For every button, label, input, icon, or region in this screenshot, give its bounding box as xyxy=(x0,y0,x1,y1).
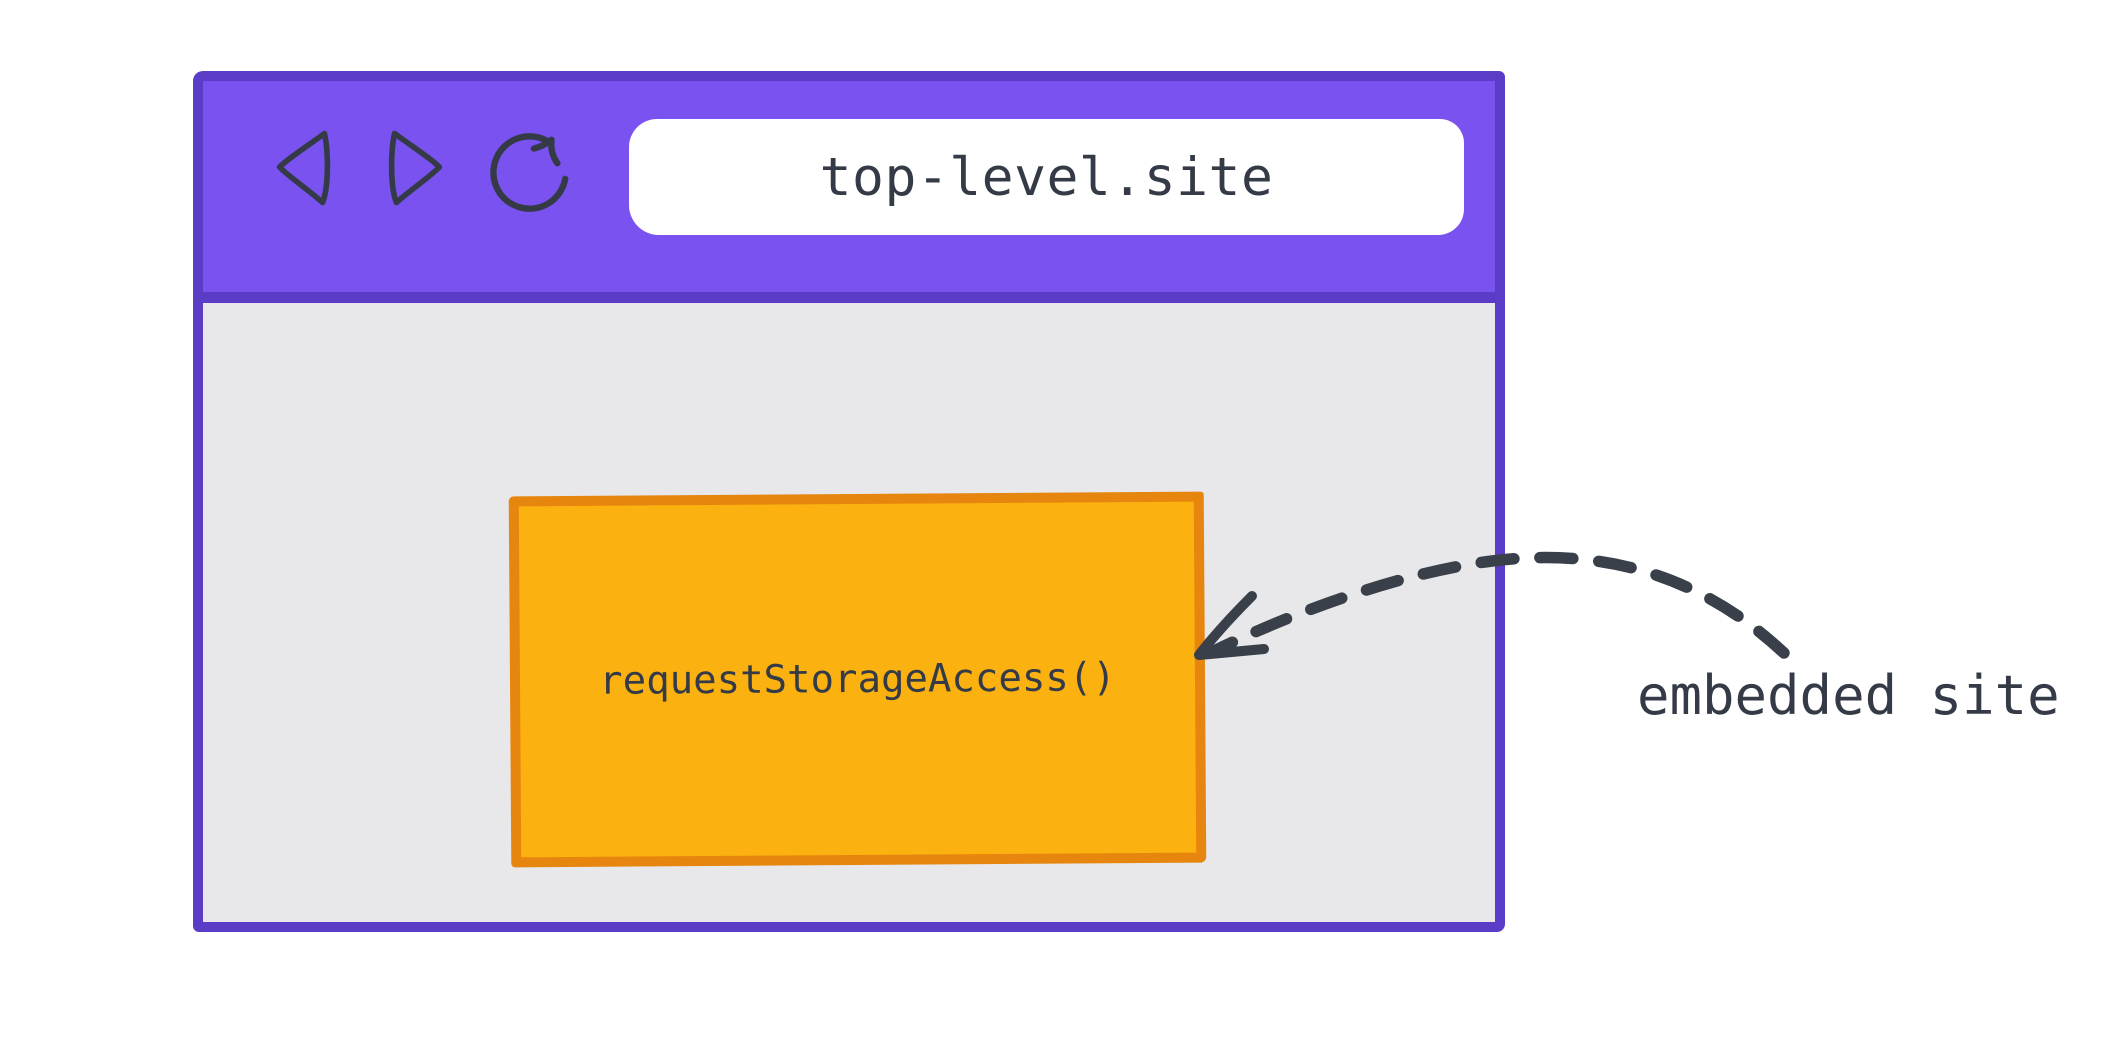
embedded-iframe-label: requestStorageAccess() xyxy=(599,655,1116,704)
address-bar: top-level.site xyxy=(629,119,1464,235)
reload-icon xyxy=(486,129,574,217)
browser-window: top-level.site requestStorageAccess() xyxy=(193,71,1505,932)
browser-toolbar: top-level.site xyxy=(203,81,1495,303)
forward-icon xyxy=(388,128,444,208)
address-bar-url: top-level.site xyxy=(819,146,1274,208)
embedded-site-label: embedded site xyxy=(1637,664,2060,727)
back-icon xyxy=(275,128,331,208)
embedded-iframe-box: requestStorageAccess() xyxy=(508,491,1207,868)
browser-viewport: requestStorageAccess() xyxy=(203,303,1495,911)
